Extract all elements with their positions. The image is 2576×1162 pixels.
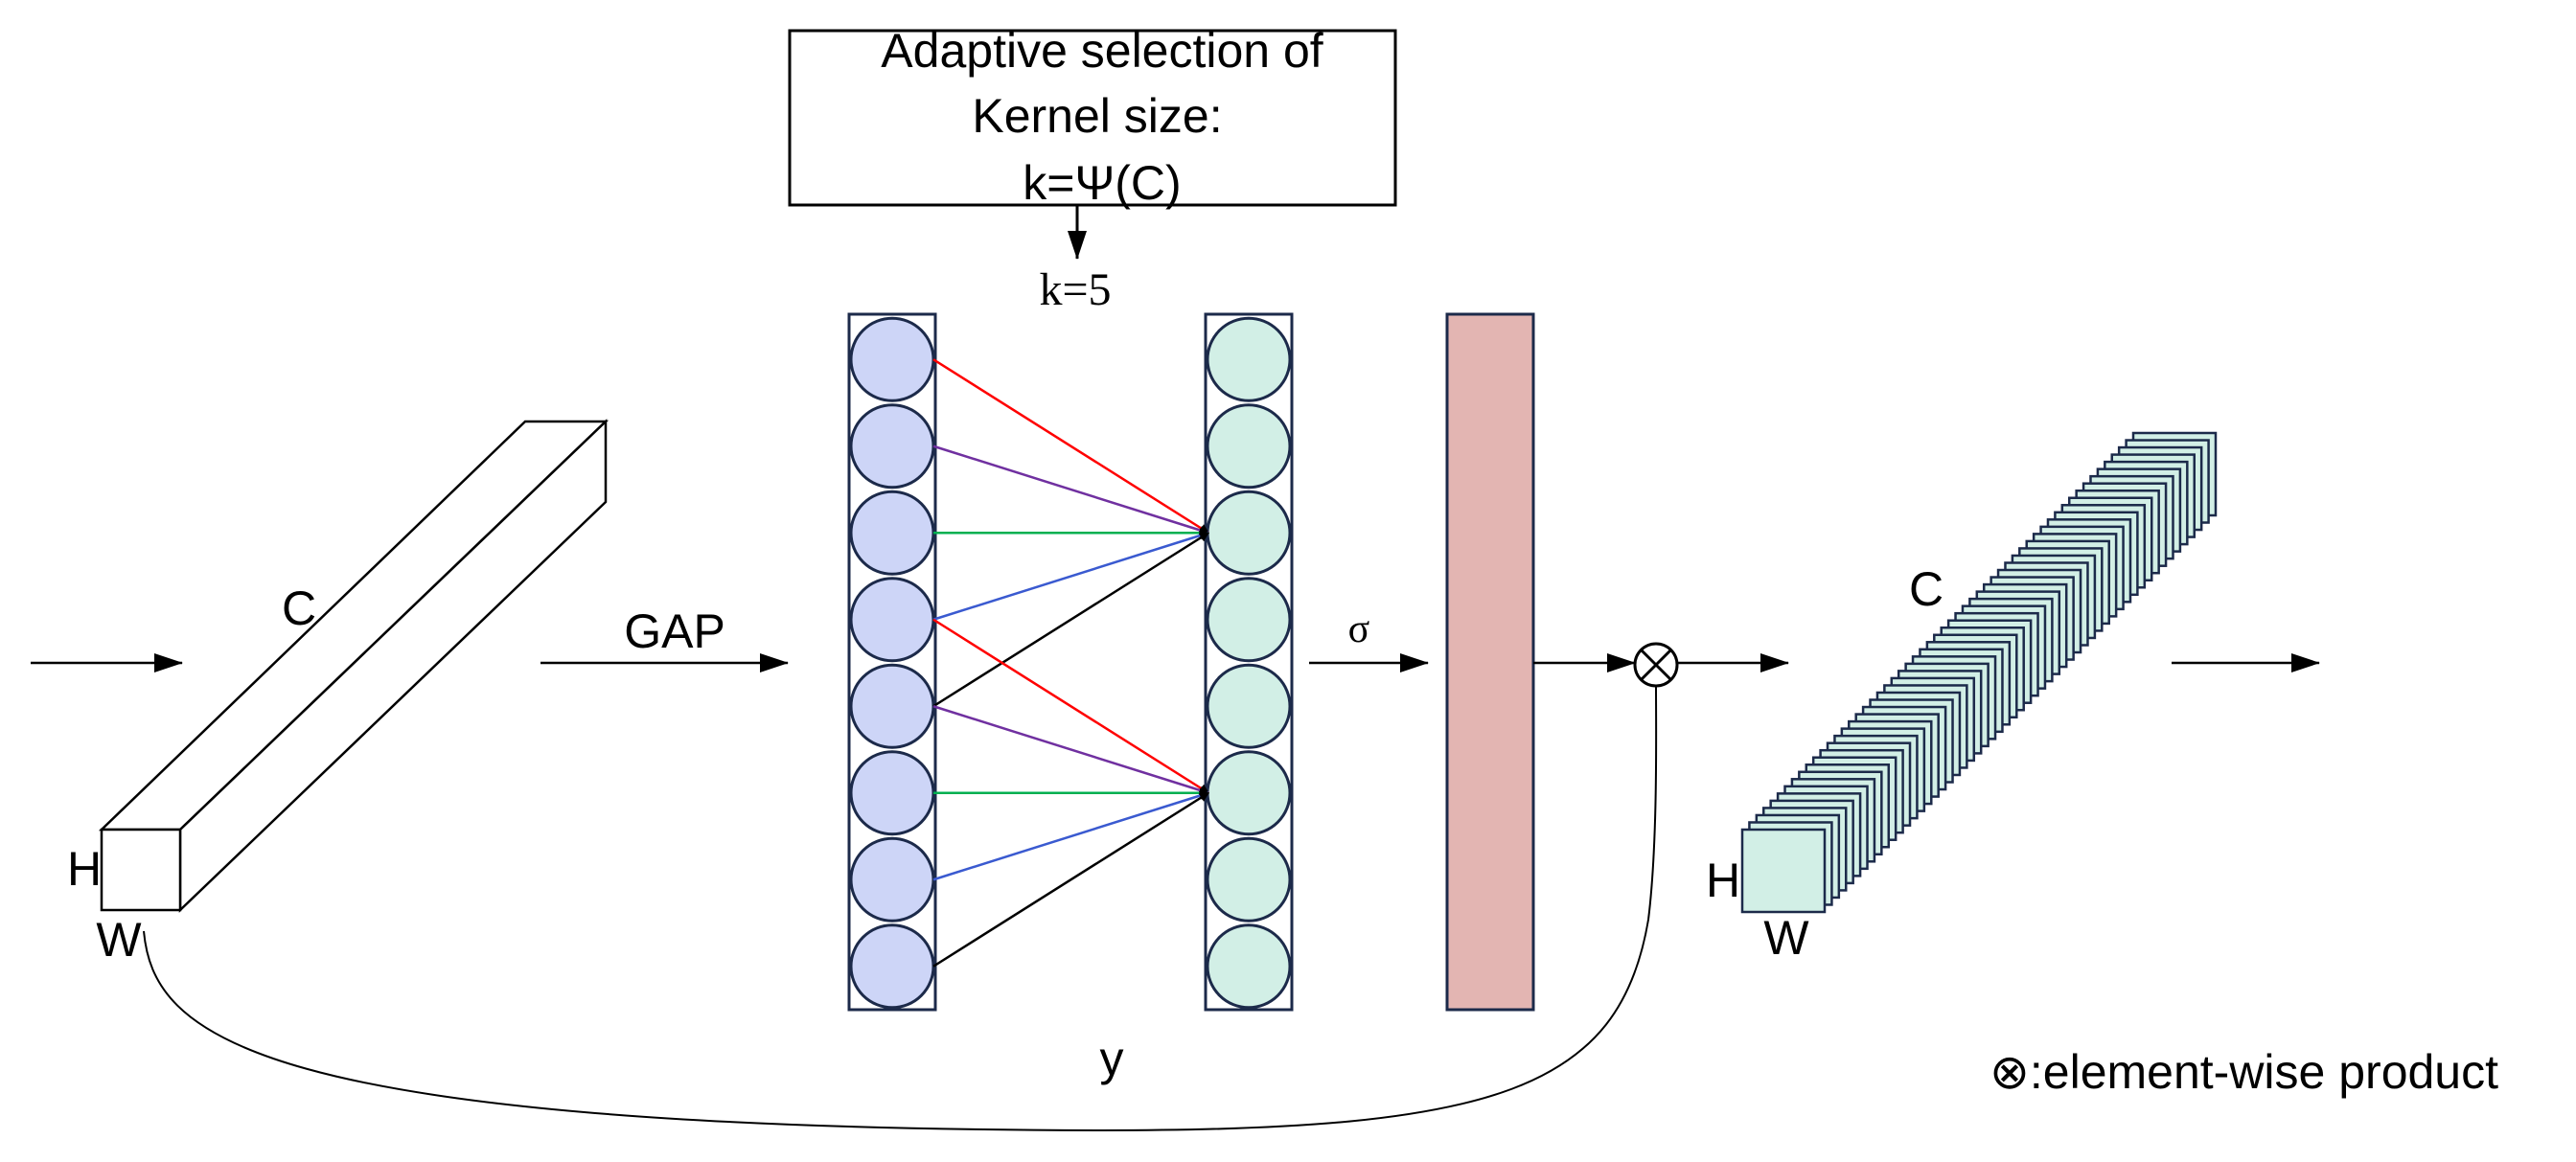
kernel-edge — [932, 618, 1209, 794]
k-value-label: k=5 — [1039, 264, 1111, 315]
input-w-label: W — [96, 913, 142, 967]
input-neuron — [849, 316, 935, 402]
input-neuron — [849, 923, 935, 1010]
input-neuron — [849, 403, 935, 490]
output-neuron — [1206, 923, 1292, 1010]
output-neuron — [1206, 403, 1292, 490]
skip-connection-curve — [143, 685, 1658, 1132]
output-neuron — [1206, 490, 1292, 576]
output-neuron — [1206, 836, 1292, 923]
output-feature-stack — [1740, 431, 2218, 914]
output-neurons — [1206, 316, 1292, 1010]
input-neuron — [849, 490, 935, 576]
output-neuron-column — [1204, 312, 1294, 1012]
kernel-box-line3: k=Ψ(C) — [1023, 156, 1181, 210]
product-cross-b — [1640, 649, 1672, 681]
output-channel-slice — [1740, 828, 1827, 914]
input-tensor-side-face — [178, 419, 608, 913]
output-neuron — [1206, 663, 1292, 749]
input-neuron — [849, 663, 935, 749]
output-neuron — [1206, 577, 1292, 663]
input-h-label: H — [67, 842, 102, 896]
gap-label: GAP — [624, 604, 725, 658]
kernel-box-line1: Adaptive selection of — [881, 24, 1323, 78]
kernel-edge — [932, 358, 1209, 535]
kernel-edge — [932, 531, 1209, 621]
y-label: y — [1100, 1032, 1124, 1085]
channel-weight-bar — [1445, 312, 1535, 1012]
sigma-label: σ — [1348, 607, 1370, 651]
kernel-edge — [932, 790, 1209, 881]
input-neuron — [849, 836, 935, 923]
kernel-connections — [932, 358, 1209, 968]
input-feature-tensor — [98, 419, 610, 913]
kernel-edge — [932, 532, 1209, 708]
input-neuron-column — [847, 312, 937, 1012]
input-c-label: C — [282, 581, 316, 635]
kernel-box-line2: Kernel size: — [972, 89, 1222, 143]
input-neuron — [849, 577, 935, 663]
output-neuron — [1206, 316, 1292, 402]
input-neurons — [849, 316, 935, 1010]
output-c-label: C — [1909, 562, 1944, 616]
output-h-label: H — [1706, 854, 1740, 907]
kernel-edge — [932, 444, 1209, 535]
input-tensor-front-face — [100, 828, 182, 912]
kernel-edge — [932, 791, 1209, 968]
product-legend: ⊗:element-wise product — [1990, 1045, 2498, 1099]
element-wise-product-node — [1633, 642, 1679, 688]
kernel-selection-box — [788, 29, 1397, 207]
input-tensor-top-face — [98, 420, 610, 832]
input-neuron — [849, 750, 935, 836]
output-neuron — [1206, 750, 1292, 836]
kernel-edge — [932, 705, 1209, 795]
output-w-label: W — [1763, 911, 1809, 965]
